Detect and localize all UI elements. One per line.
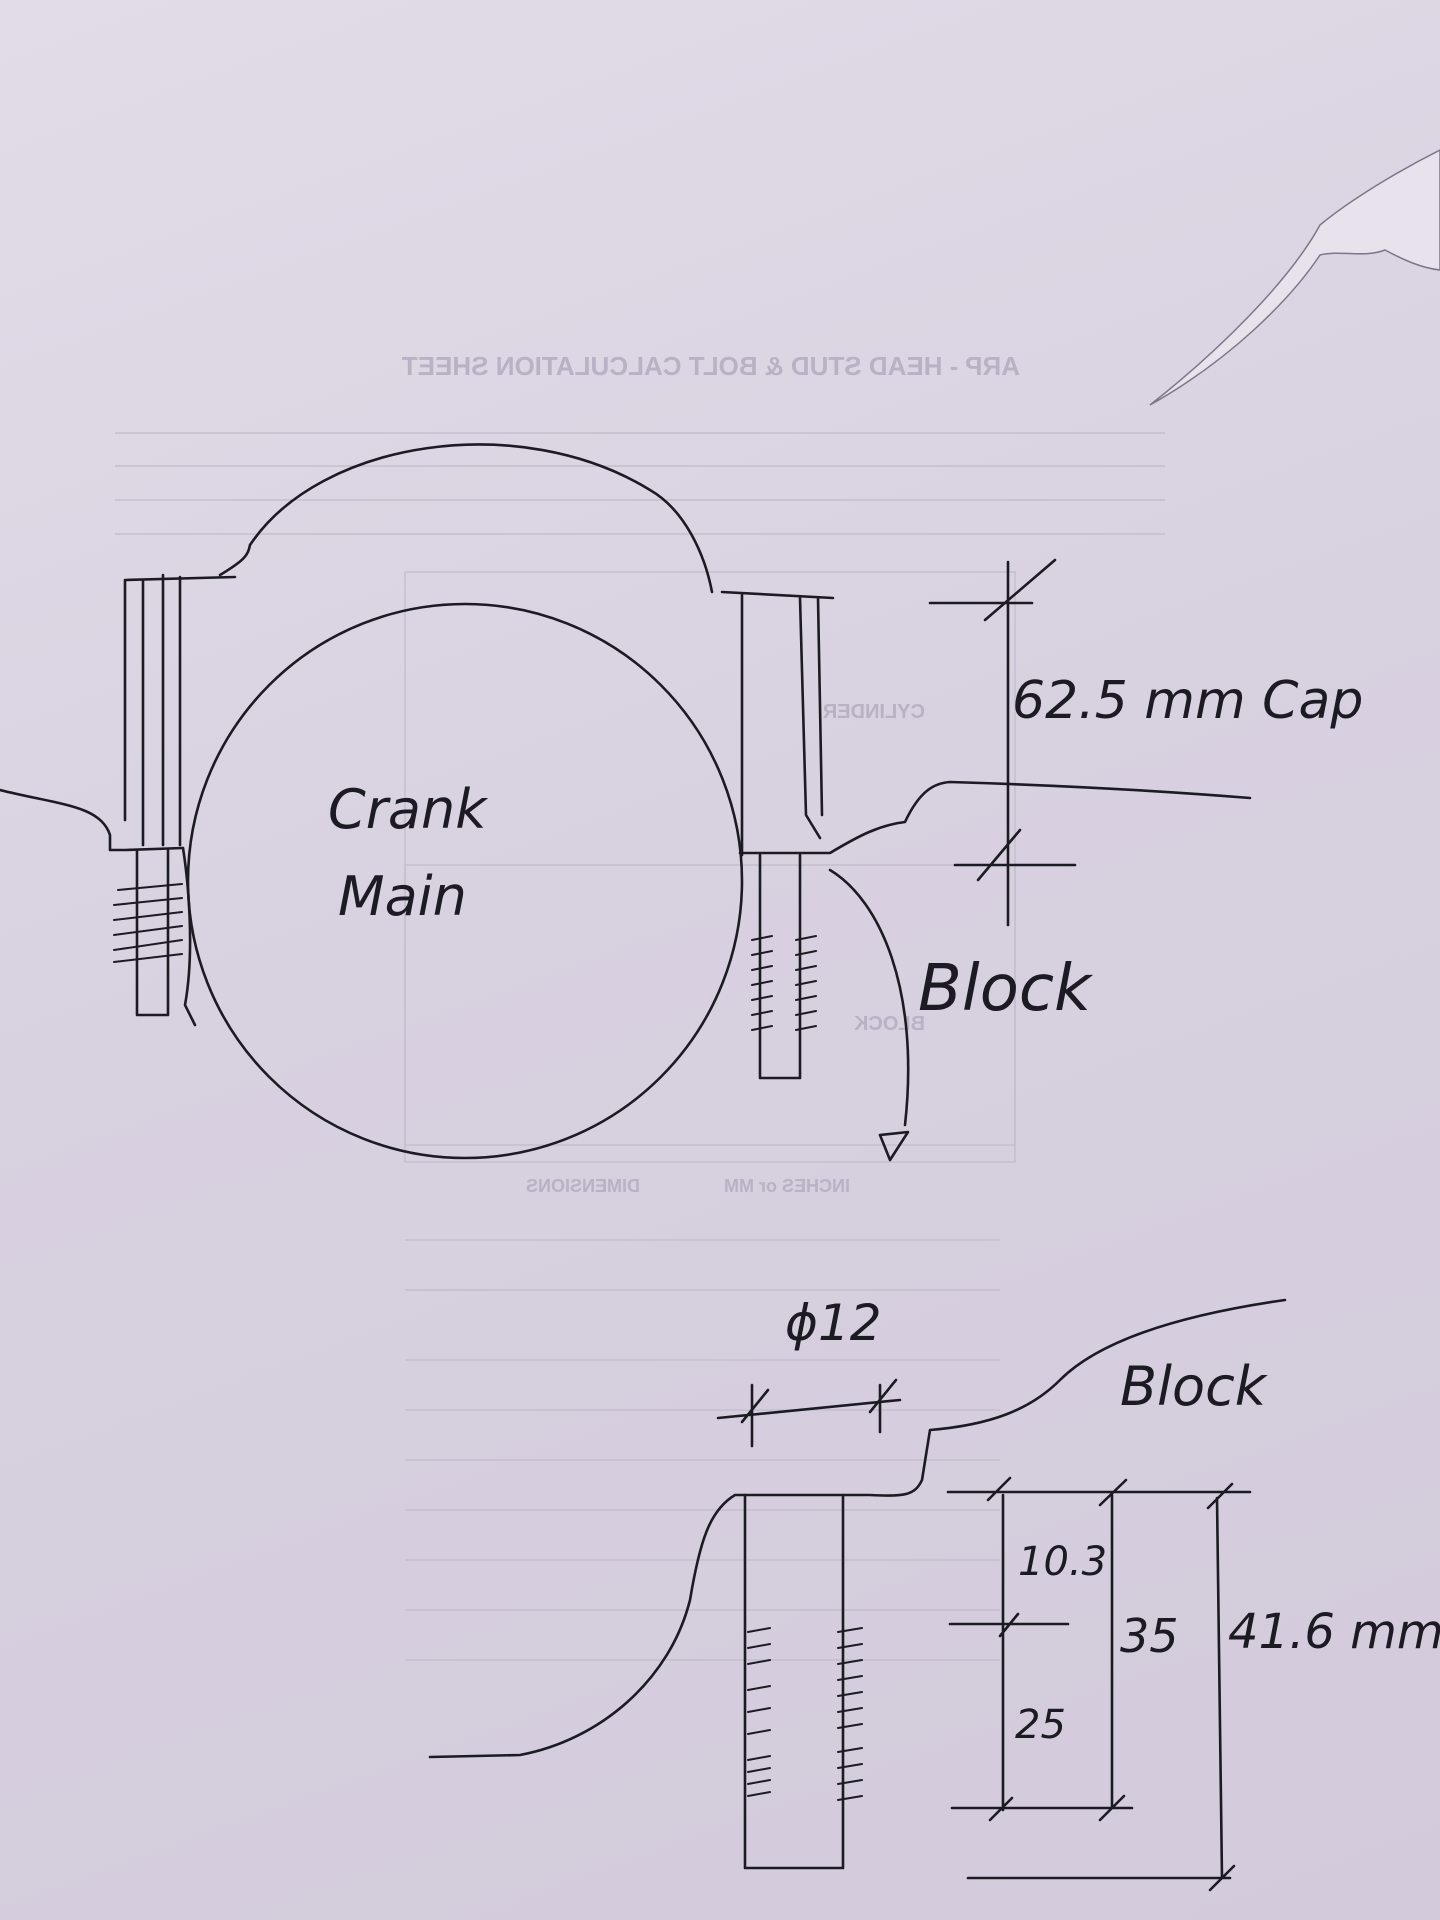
background-sheet-title: ARP - HEAD STUD & BOLT CALCULATION SHEET: [402, 351, 1020, 381]
right-bolt-base: [738, 780, 1252, 855]
dim-total-hole: 35: [1120, 1609, 1179, 1663]
left-block-line: [0, 788, 185, 852]
cap-dimension-line: [928, 558, 1077, 927]
crank-label: Crank: [328, 778, 489, 841]
block-label-top: Block: [918, 952, 1094, 1026]
dim-thread-top: 10.3: [1018, 1539, 1107, 1585]
diameter-label: ϕ12: [785, 1294, 882, 1352]
background-label-dimensions: DIMENSIONS: [526, 1176, 640, 1196]
left-bolt: [141, 573, 182, 847]
hole-dimension-lines: [946, 1476, 1252, 1892]
left-bolt-threads: [113, 883, 183, 963]
bottom-sketch: ϕ12 Block 10.3 25 35 41.6 mm: [428, 1294, 1440, 1892]
top-sketch: Crank Main Block 62.5 mm Cap: [0, 443, 1363, 1162]
cap-dimension-label: 62.5 mm Cap: [1012, 671, 1363, 731]
torn-corner: [1149, 149, 1440, 406]
background-print-sheet: ARP - HEAD STUD & BOLT CALCULATION SHEET…: [115, 351, 1165, 1661]
background-label-cylinder: CYLINDER: [822, 701, 925, 723]
diameter-dimension-line: [716, 1378, 902, 1448]
main-label: Main: [338, 865, 467, 928]
right-bolt-threaded-end: [758, 853, 802, 1080]
stud-hole-walls: [743, 1493, 845, 1870]
stud-hole-threads-left: [747, 1627, 771, 1797]
dim-thread-bottom: 25: [1015, 1702, 1066, 1748]
left-shoulder: [181, 846, 197, 1027]
cap-outer-arc: [218, 443, 714, 594]
background-label-block: BLOCK: [853, 1013, 925, 1035]
block-label-bottom: Block: [1120, 1355, 1269, 1418]
right-cap-bolt: [720, 590, 835, 857]
background-label-units: INCHES or MM: [724, 1176, 850, 1196]
dim-overall: 41.6 mm: [1228, 1604, 1440, 1660]
block-pointer-arrow: [828, 868, 910, 1127]
stud-hole-threads-right: [837, 1627, 863, 1801]
block-surface-line: [428, 1298, 1287, 1759]
crank-main-circle: [186, 602, 744, 1160]
left-bolt-shank: [135, 848, 170, 1017]
block-pointer-arrowhead: [878, 1130, 910, 1162]
right-bolt-threads: [751, 935, 817, 1031]
